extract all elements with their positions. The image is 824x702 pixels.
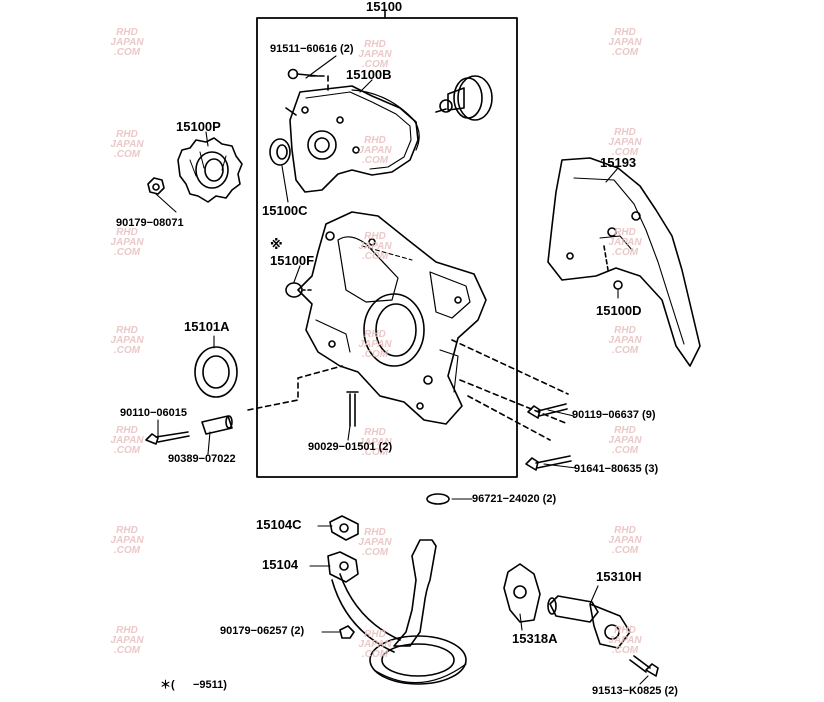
bolt-91641 — [525, 455, 572, 471]
part-label-15100c: 15100C — [262, 203, 308, 218]
part-label-15100f: 15100F — [270, 253, 315, 268]
part-label-90179-06257: 90179−06257 (2) — [220, 625, 305, 637]
nut-90179a — [147, 177, 165, 195]
part-label-15104: 15104 — [262, 557, 299, 572]
assembly-frame — [256, 17, 518, 478]
footnote: ＊( −9511) — [160, 679, 227, 691]
sprocket-15100p — [177, 137, 243, 203]
part-label-90119-06637: 90119−06637 (9) — [572, 409, 656, 421]
part-label-15100d: 15100D — [596, 303, 642, 318]
nut-90179b — [339, 625, 355, 639]
part-label-15310h: 15310H — [596, 569, 642, 584]
strainer-15104 — [327, 539, 467, 685]
seal-15101a — [194, 346, 238, 398]
bolt-90110 — [145, 431, 190, 445]
part-label-96721-24020: 96721−24020 (2) — [472, 493, 557, 505]
part-label-15101a: 15101A — [184, 319, 230, 334]
bolt-91511 — [287, 68, 319, 80]
relief-valve-15310h — [547, 595, 631, 649]
part-label-15318a: 15318A — [512, 631, 558, 646]
part-label-15100b: 15100B — [346, 67, 392, 82]
gasket-96721 — [426, 493, 450, 505]
part-label-90389-07022: 90389−07022 — [168, 453, 236, 465]
part-label-91513-k0825: 91513−K0825 (2) — [592, 685, 678, 697]
timing-cover-body — [297, 211, 487, 425]
part-label-91641-80635: 91641−80635 (3) — [574, 463, 659, 475]
gasket-15318a — [503, 563, 541, 623]
pin-90389 — [201, 415, 233, 435]
part-label-91511: 91511−60616 (2) — [270, 43, 354, 55]
stud-90029 — [346, 391, 359, 427]
gasket-15104c — [329, 515, 359, 541]
bolt-91513 — [629, 655, 659, 677]
part-label-90179-08071: 90179−08071 — [116, 217, 184, 229]
seal-15100c — [269, 138, 291, 166]
bolt-90119 — [527, 403, 568, 419]
assembly-label: 15100 — [366, 0, 403, 14]
pump-rotor — [435, 75, 493, 121]
part-label-15193: 15193 — [600, 155, 637, 170]
part-label-90110-06015: 90110−06015 — [120, 407, 187, 419]
plug-15100d — [613, 280, 623, 290]
part-label-15104c: 15104C — [256, 517, 302, 532]
plug-15100f — [285, 282, 313, 298]
part-label-90029-01501: 90029−01501 (2) — [308, 441, 393, 453]
part-label-mark: ※ — [270, 237, 283, 252]
gasket-15193 — [547, 157, 701, 367]
part-label-15100p: 15100P — [176, 119, 221, 134]
pump-cover — [285, 85, 420, 193]
